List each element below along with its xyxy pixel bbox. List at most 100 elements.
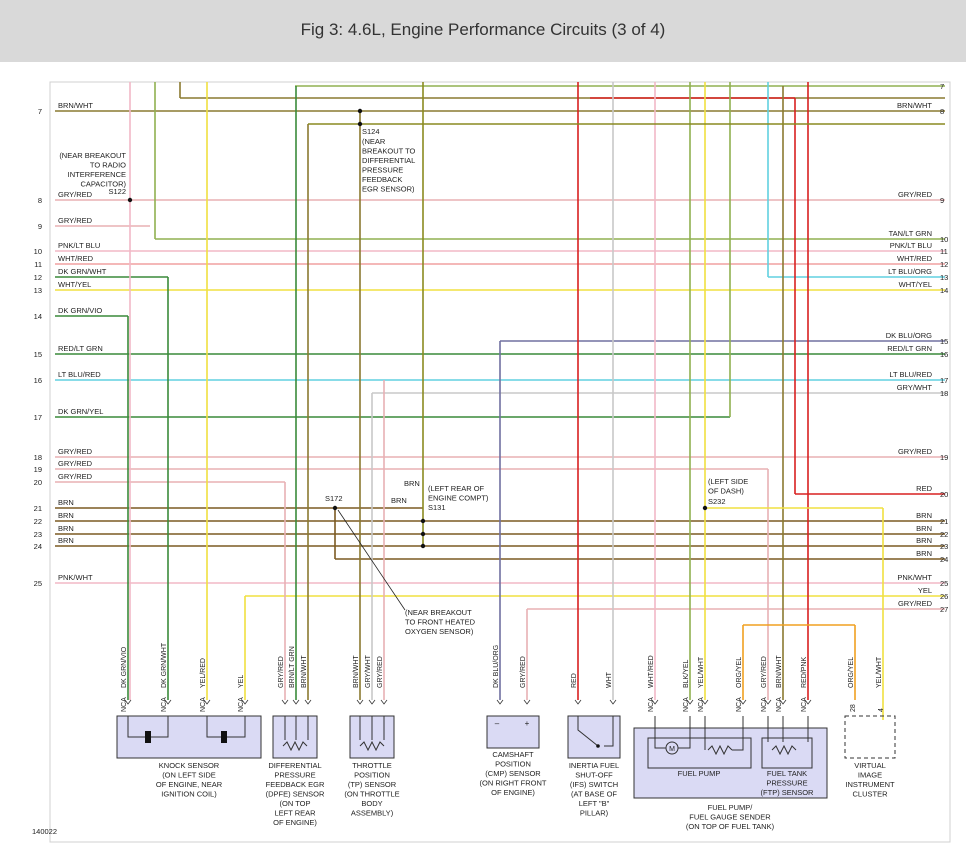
s232-note: OF DASH) bbox=[708, 487, 744, 496]
component-name: (ON RIGHT FRONT bbox=[480, 779, 547, 788]
right-row-number: 24 bbox=[940, 555, 948, 564]
right-row-number: 10 bbox=[940, 235, 948, 244]
left-row-number: 20 bbox=[34, 478, 42, 487]
s124-note: DIFFERENTIAL bbox=[362, 156, 415, 165]
ifs-switch-box bbox=[567, 715, 621, 759]
component-name: CLUSTER bbox=[852, 790, 888, 799]
component-name: INERTIA FUEL bbox=[569, 761, 619, 770]
component-name: (FTP) SENSOR bbox=[761, 788, 815, 797]
left-row-label: DK GRN/YEL bbox=[58, 407, 103, 416]
left-row-label: PNK/WHT bbox=[58, 573, 93, 582]
vertical-wire-label: BRN/WHT bbox=[776, 655, 783, 688]
connector-mark bbox=[609, 699, 617, 705]
vertical-wire-label: BRN/WHT bbox=[353, 655, 360, 688]
nca-label: NCA bbox=[801, 697, 808, 712]
internal-wire bbox=[127, 716, 145, 738]
right-row-label: GRY/RED bbox=[898, 599, 933, 608]
right-row-number: 20 bbox=[940, 490, 948, 499]
vertical-wire-label: DK BLU/ORG bbox=[493, 645, 500, 688]
internal-wire bbox=[206, 716, 221, 738]
s122-note: CAPACITOR) bbox=[80, 180, 126, 189]
component-name: OF ENGINE, NEAR bbox=[156, 780, 223, 789]
connector-mark bbox=[241, 699, 249, 705]
right-row-label: GRY/WHT bbox=[897, 383, 933, 392]
left-row-number: 25 bbox=[34, 579, 42, 588]
right-row-label: YEL bbox=[918, 586, 932, 595]
nca-label: NCA bbox=[121, 697, 128, 712]
component-name: (ON LEFT SIDE bbox=[162, 771, 216, 780]
s172-note: (NEAR BREAKOUT bbox=[405, 608, 472, 617]
component-name: (DPFE) SENSOR bbox=[266, 790, 325, 799]
connector-mark bbox=[496, 699, 504, 705]
vertical-wire-label: DK GRN/WHT bbox=[161, 642, 168, 688]
right-row-label: LT BLU/ORG bbox=[888, 267, 932, 276]
component-name: LEFT "B" bbox=[579, 799, 610, 808]
s122-note: TO RADIO bbox=[90, 161, 126, 170]
cluster-pin: 28 bbox=[850, 704, 857, 712]
right-row-number: 19 bbox=[940, 453, 948, 462]
left-row-number: 7 bbox=[38, 107, 42, 116]
right-row-number: 15 bbox=[940, 337, 948, 346]
left-row-number: 21 bbox=[34, 504, 42, 513]
knock-element bbox=[145, 731, 151, 743]
connector-mark bbox=[124, 699, 132, 705]
component-name: POSITION bbox=[354, 771, 390, 780]
component-name: (ON TOP OF FUEL TANK) bbox=[686, 822, 775, 831]
s124-note: BREAKOUT TO bbox=[362, 147, 416, 156]
component-name: FUEL GAUGE SENDER bbox=[689, 813, 771, 822]
knock-element bbox=[221, 731, 227, 743]
s124-note: PRESSURE bbox=[362, 166, 403, 175]
connector-mark bbox=[701, 699, 709, 705]
connector-mark bbox=[764, 699, 772, 705]
left-row-label: BRN bbox=[58, 511, 74, 520]
splice-dot bbox=[420, 518, 426, 524]
right-row-number: 16 bbox=[940, 350, 948, 359]
component-name: (IFS) SWITCH bbox=[570, 780, 618, 789]
component-name: FUEL TANK bbox=[767, 769, 807, 778]
nca-label: NCA bbox=[238, 697, 245, 712]
right-row-number: 9 bbox=[940, 196, 944, 205]
left-row-label: LT BLU/RED bbox=[58, 370, 101, 379]
right-row-number: 25 bbox=[940, 579, 948, 588]
virtual-cluster-box bbox=[844, 715, 896, 759]
right-row-label: LT BLU/RED bbox=[889, 370, 932, 379]
right-row-number: 27 bbox=[940, 605, 948, 614]
cmp-plus-sign: + bbox=[525, 719, 530, 728]
right-row-label: DK BLU/ORG bbox=[886, 331, 932, 340]
right-row-number: 11 bbox=[940, 247, 948, 256]
component-name: VIRTUAL bbox=[854, 761, 886, 770]
right-row-number: 18 bbox=[940, 389, 948, 398]
vertical-wire-label: GRY/RED bbox=[377, 656, 384, 688]
left-row-label: BRN bbox=[58, 536, 74, 545]
splice-dot bbox=[357, 108, 363, 114]
resistor-symbol bbox=[282, 740, 308, 752]
vertical-wire-label: WHT/RED bbox=[648, 655, 655, 688]
component-name: (ON TOP bbox=[280, 799, 311, 808]
component-name: POSITION bbox=[495, 760, 531, 769]
left-row-number: 10 bbox=[34, 247, 42, 256]
component-name: THROTTLE bbox=[352, 761, 392, 770]
s172-note: TO FRONT HEATED bbox=[405, 618, 476, 627]
right-row-label: BRN bbox=[916, 536, 932, 545]
leader-line bbox=[337, 509, 406, 611]
connector-mark bbox=[779, 699, 787, 705]
vertical-wire-label: YEL/WHT bbox=[876, 656, 883, 688]
right-row-number: 23 bbox=[940, 542, 948, 551]
component-name: OF ENGINE) bbox=[491, 788, 535, 797]
vertical-wire-label: DK GRN/VIO bbox=[121, 646, 128, 688]
connector-mark bbox=[574, 699, 582, 705]
component-name: IMAGE bbox=[858, 771, 882, 780]
left-row-number: 17 bbox=[34, 413, 42, 422]
vertical-wire-label: ORG/YEL bbox=[848, 657, 855, 688]
left-row-label: RED/LT GRN bbox=[58, 344, 103, 353]
component-name: (ON THROTTLE bbox=[344, 790, 399, 799]
s122-note: (NEAR BREAKOUT bbox=[59, 151, 126, 160]
component-name: PRESSURE bbox=[766, 779, 807, 788]
component-name: PRESSURE bbox=[274, 771, 315, 780]
s122-label: S122 bbox=[108, 187, 126, 196]
components-layer: –+M bbox=[116, 699, 896, 799]
vertical-wire-label: RED/PNK bbox=[801, 657, 808, 688]
left-row-label: PNK/LT BLU bbox=[58, 241, 100, 250]
